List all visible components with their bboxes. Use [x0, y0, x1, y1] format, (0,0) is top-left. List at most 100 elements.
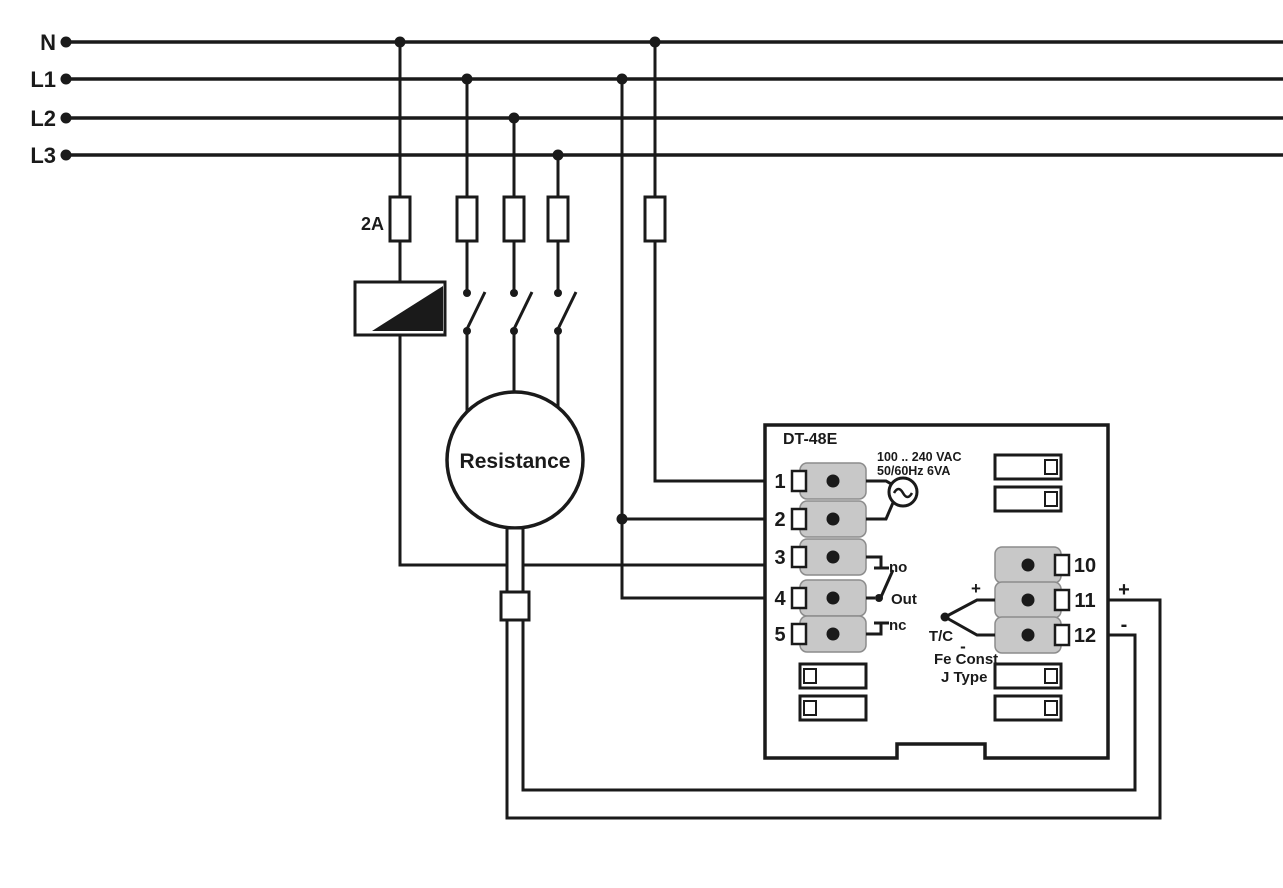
fuse-l2	[502, 195, 526, 243]
terminal-wire-notch	[1053, 588, 1071, 612]
empty-slot-notch	[1044, 668, 1058, 684]
thermocouple-input: + - T/C Fe Const J Type	[929, 579, 998, 686]
tc-plus-lead	[944, 598, 995, 619]
terminal-screw	[1021, 558, 1035, 572]
empty-terminal-slot	[993, 485, 1063, 513]
tc-junction-dot	[940, 612, 950, 622]
contact-point	[554, 327, 562, 335]
relay-no-lead	[866, 555, 883, 568]
contact-point	[463, 327, 471, 335]
junction-dot	[394, 36, 406, 48]
empty-slot-notch	[1044, 491, 1058, 507]
rail-end-dot	[60, 73, 72, 85]
rail-label-n: N	[40, 30, 56, 55]
junction-dot	[508, 112, 520, 124]
empty-slot-notch	[1044, 459, 1058, 475]
junction-dot	[461, 73, 473, 85]
terminal-number-10: 10	[1074, 555, 1096, 577]
resistance-label: Resistance	[460, 450, 571, 473]
fuse-rating-label: 2A	[361, 214, 384, 234]
terminal-wire-notch	[790, 545, 808, 569]
ac-supply: 100 .. 240 VAC 50/60Hz 6VA	[866, 450, 962, 521]
empty-terminal-slot	[993, 694, 1063, 722]
terminal-wire-notch	[790, 622, 808, 646]
relay-blade	[879, 569, 895, 598]
thermocouple-probe	[499, 526, 531, 622]
wires	[398, 42, 1162, 820]
relay-nc-label: nc	[889, 617, 907, 634]
wire-tc-plus	[505, 598, 1162, 820]
fuses: 2A	[361, 195, 667, 243]
rail-end-dot	[60, 112, 72, 124]
tc-plus-label: +	[971, 579, 981, 598]
empty-slot-notch	[1044, 700, 1058, 716]
tc-minus-lead	[944, 615, 995, 637]
contact-blade	[556, 291, 578, 330]
terminal-number-12: 12	[1074, 625, 1096, 647]
tc-type-line1: Fe Const	[934, 651, 998, 668]
fuse-l3	[546, 195, 570, 243]
terminal-screw	[826, 591, 840, 605]
contactor-coil	[353, 280, 447, 337]
output-minus-label: -	[1121, 614, 1128, 636]
empty-slot-notch	[803, 700, 817, 716]
relay-output: no Out nc	[866, 555, 917, 636]
terminal-wire-notch	[790, 586, 808, 610]
relay-nc-lead	[866, 623, 883, 636]
supply-link-2	[866, 497, 897, 521]
controller: DT-48E 1 2 3 4 5	[763, 423, 1110, 760]
contact-blade	[512, 291, 534, 330]
terminal-screw	[826, 512, 840, 526]
tc-minus-label: -	[960, 637, 966, 656]
terminal-wire-notch	[1053, 623, 1071, 647]
left-terminal-block: 1 2 3 4 5	[774, 462, 867, 653]
terminal-number-2: 2	[774, 509, 785, 531]
power-rails: N L1 L2 L3	[30, 30, 1283, 168]
contact-point	[510, 327, 518, 335]
controller-model-label: DT-48E	[783, 431, 838, 448]
sine-wave-icon	[892, 487, 914, 499]
rail-end-dot	[60, 149, 72, 161]
rail-label-l2: L2	[30, 106, 56, 131]
left-empty-slots	[798, 662, 868, 722]
terminal-number-5: 5	[774, 624, 785, 646]
supply-rating-line1: 100 .. 240 VAC	[877, 450, 962, 464]
terminal-screw	[826, 474, 840, 488]
tc-label: T/C	[929, 628, 953, 645]
wire-l1-to-terminal4	[620, 79, 765, 600]
fuse-l1	[455, 195, 479, 243]
terminal-screw	[826, 550, 840, 564]
contact-blade	[465, 291, 487, 330]
relay-no-label: no	[889, 559, 907, 576]
terminal-number-4: 4	[774, 588, 786, 610]
rail-label-l1: L1	[30, 67, 56, 92]
terminal-wire-notch	[1053, 553, 1071, 577]
rail-label-l3: L3	[30, 143, 56, 168]
probe-tip	[499, 590, 531, 622]
output-polarity: + -	[1118, 579, 1130, 636]
terminal-number-1: 1	[774, 471, 785, 493]
contact-point	[510, 289, 518, 297]
empty-terminal-slot	[993, 453, 1063, 481]
empty-terminal-slot	[798, 694, 868, 722]
junction-dot	[552, 149, 564, 161]
terminal-screw	[1021, 593, 1035, 607]
empty-slot-notch	[803, 668, 817, 684]
resistance-load: Resistance	[445, 390, 585, 530]
empty-terminal-slot	[798, 662, 868, 690]
wire-coil-to-terminal3	[398, 335, 765, 567]
junction-dot	[649, 36, 661, 48]
wire-tc-minus	[521, 610, 1137, 792]
junction-dot	[616, 73, 628, 85]
fuse-2a	[388, 195, 412, 243]
terminal-screw	[1021, 628, 1035, 642]
terminal-wire-notch	[790, 507, 808, 531]
probe-stem	[505, 526, 525, 594]
coil-triangle	[372, 286, 443, 331]
supply-rating-line2: 50/60Hz 6VA	[877, 464, 950, 478]
relay-out-label: Out	[891, 591, 917, 608]
contactor-contacts	[463, 289, 578, 335]
junction-dot	[616, 513, 628, 525]
